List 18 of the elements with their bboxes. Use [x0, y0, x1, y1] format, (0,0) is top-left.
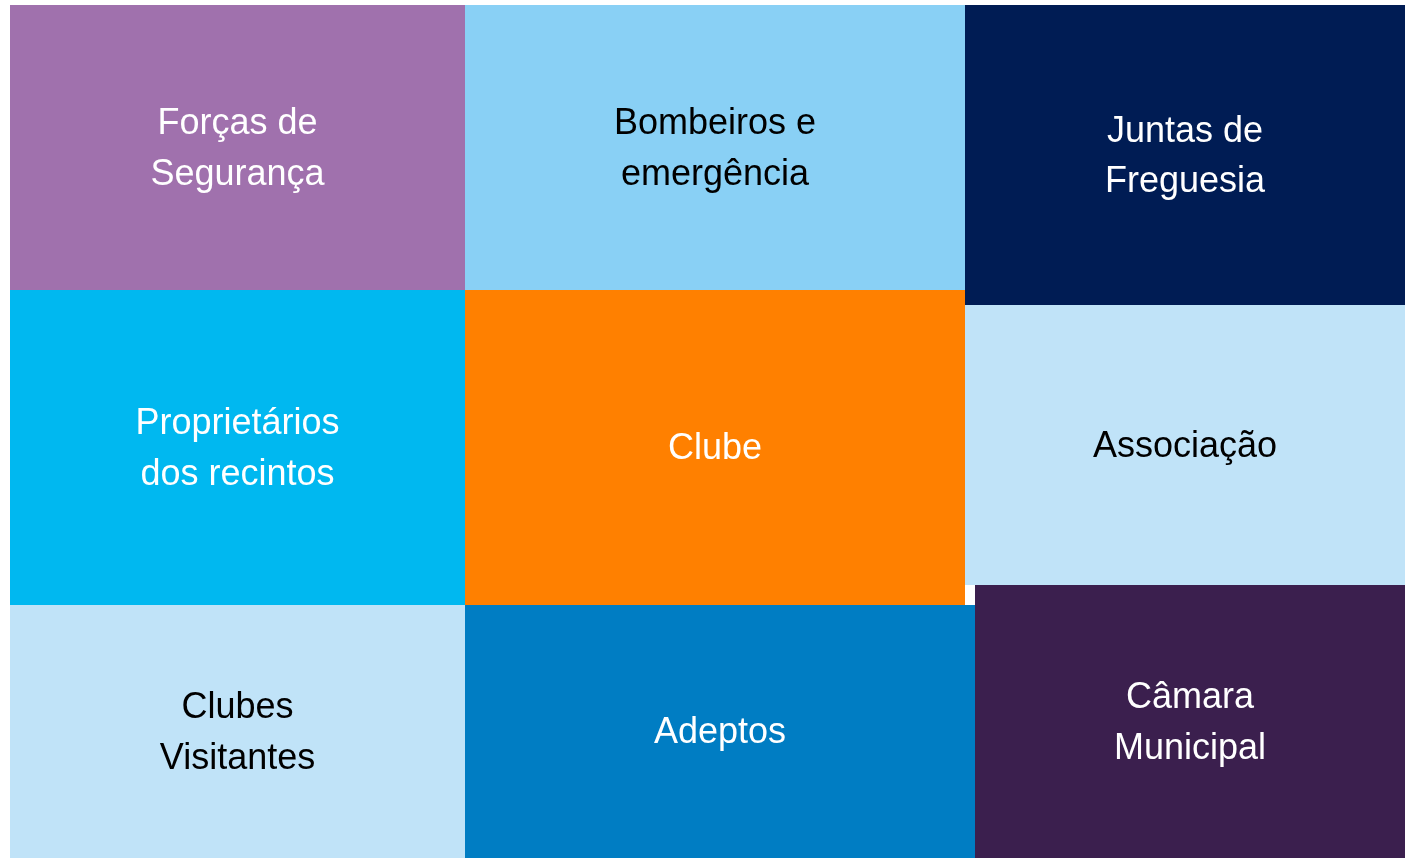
puzzle-piece [465, 290, 965, 605]
piece-label: Adeptos [653, 709, 787, 754]
puzzle-piece [965, 305, 1405, 585]
puzzle-piece [10, 5, 465, 290]
piece-label: Juntas de Freguesia [1103, 107, 1267, 202]
piece-label: Câmara Municipal [1112, 674, 1268, 769]
puzzle-piece [10, 605, 465, 858]
piece-label: Clube [667, 425, 763, 470]
piece-label: Associação [1092, 422, 1278, 467]
piece-label: Bombeiros e emergência [612, 100, 818, 195]
puzzle-piece [965, 5, 1405, 305]
piece-label: Proprietários dos recintos [134, 400, 341, 495]
puzzle-piece [465, 5, 965, 290]
piece-label: Clubes Visitantes [158, 684, 317, 779]
puzzle-piece [975, 585, 1405, 858]
piece-label: Forças de Segurança [149, 100, 326, 195]
puzzle-piece [10, 290, 465, 605]
puzzle-piece [465, 605, 975, 858]
